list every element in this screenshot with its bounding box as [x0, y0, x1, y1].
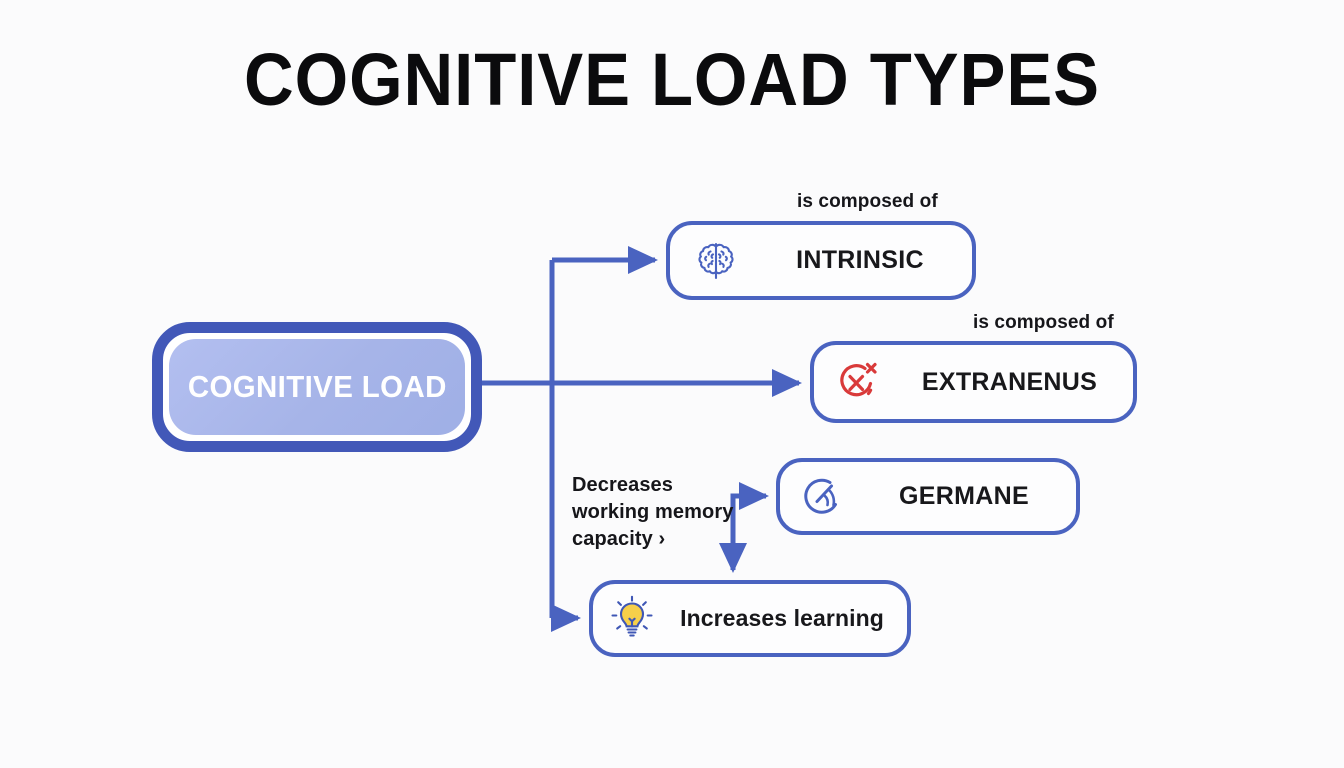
node-cognitive-load-label: COGNITIVE LOAD [187, 369, 447, 404]
node-extraneous-label: EXTRANENUS [921, 367, 1098, 396]
brain-icon [670, 237, 762, 285]
edge-label-composed-of-intrinsic: is composed of [797, 191, 938, 212]
page-title: COGNITIVE LOAD TYPES [243, 38, 1101, 121]
edge-label-composed-of-extraneous: is composed of [973, 312, 1114, 333]
annotation-line-1: Decreases [572, 474, 673, 496]
node-extraneous[interactable]: EXTRANENUS [810, 341, 1137, 423]
annotation-decreases-working-memory: Decreases working memory capacity › [572, 472, 752, 553]
gauge-icon [780, 473, 866, 521]
annotation-line-3-wrapper: capacity › [572, 526, 752, 553]
chevron-right-icon[interactable]: › [658, 528, 666, 550]
node-increases-learning[interactable]: Increases learning [589, 580, 911, 657]
node-intrinsic[interactable]: INTRINSIC [666, 221, 976, 300]
node-increases-learning-label: Increases learning [680, 605, 884, 631]
lightbulb-icon [593, 595, 671, 643]
annotation-line-2: working memory [572, 501, 734, 523]
annotation-line-3: capacity [572, 528, 653, 550]
node-germane-label: GERMANE [899, 482, 1029, 510]
circle-x-icon [814, 357, 900, 407]
node-intrinsic-label: INTRINSIC [796, 246, 924, 274]
node-germane[interactable]: GERMANE [776, 458, 1080, 535]
node-cognitive-load-fill: COGNITIVE LOAD [169, 339, 465, 435]
node-cognitive-load[interactable]: COGNITIVE LOAD [152, 322, 482, 452]
